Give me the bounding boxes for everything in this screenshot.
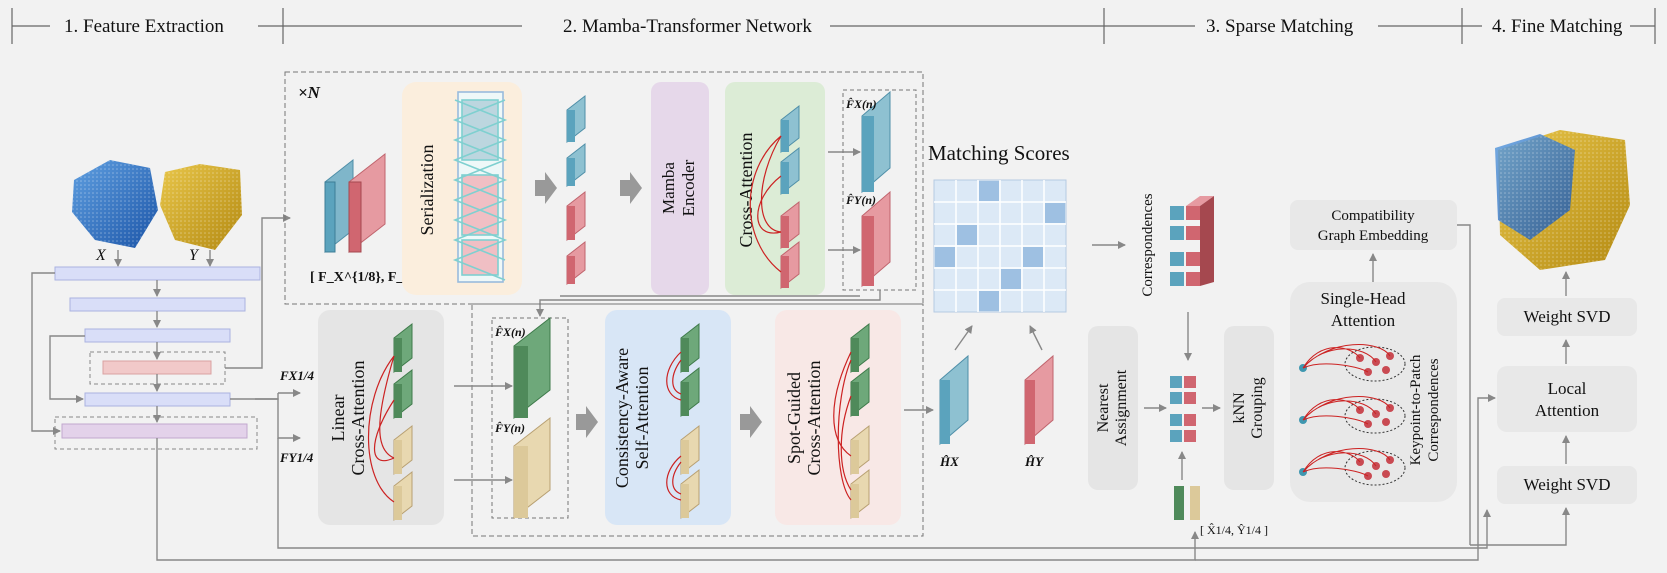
nearest-line2: Assignment xyxy=(1113,369,1130,446)
cge-line2: Graph Embedding xyxy=(1318,228,1429,244)
mamba-encoder-line2: Encoder xyxy=(679,159,698,216)
cross-attention-tokens xyxy=(749,104,800,290)
spot-tokens xyxy=(833,322,870,520)
h-x: ĤX xyxy=(939,454,959,469)
serialization-graphic xyxy=(452,91,508,283)
fine-output-stacks xyxy=(513,316,551,520)
coarse-fy-n: F̂Y(n) xyxy=(845,193,876,207)
k2p-line1: Keypoint-to-Patch xyxy=(1408,354,1424,465)
local-attention-box xyxy=(1497,366,1637,432)
sha-line1: Single-Head xyxy=(1321,289,1406,308)
nearest-assignment-box xyxy=(1088,326,1138,490)
point-cloud-x xyxy=(72,160,158,248)
section-title-feature-extraction: 1. Feature Extraction xyxy=(64,16,224,37)
point-cloud-y xyxy=(160,164,242,250)
section-title-mamba-transformer: 2. Mamba-Transformer Network xyxy=(563,16,812,37)
fine-fy-n: F̂Y(n) xyxy=(494,421,525,435)
flow-arrow xyxy=(740,406,762,438)
fine-output-box xyxy=(491,317,569,519)
weight-svd-bottom: Weight SVD xyxy=(1524,475,1611,494)
matching-scores-title: Matching Scores xyxy=(928,141,1070,165)
coarse-feature-stack xyxy=(324,152,386,254)
nearest-line1: Nearest xyxy=(1095,383,1112,432)
coarse-fx-n: F̂X(n) xyxy=(845,97,877,111)
single-head-attention-box xyxy=(1290,282,1457,502)
weight-svd-top: Weight SVD xyxy=(1524,307,1611,326)
fine-fx-quarter: FX1/4 xyxy=(279,368,314,383)
linear-ca-line1: Linear xyxy=(328,395,348,442)
knn-line1: kNN xyxy=(1231,392,1248,424)
quarter-label: [ X̂1/4, Ŷ1/4 ] xyxy=(1200,523,1268,537)
h-y: ĤY xyxy=(1024,454,1044,469)
serialization-label: Serialization xyxy=(417,145,437,236)
section-title-sparse-matching: 3. Sparse Matching xyxy=(1206,16,1354,37)
weight-svd-top-box xyxy=(1497,298,1637,336)
label-x: X xyxy=(95,247,107,264)
cross-attention-label: Cross-Attention xyxy=(736,133,756,248)
linear-ca-line2: Cross-Attention xyxy=(348,361,368,476)
fine-block xyxy=(471,303,924,537)
consistency-line1: Consistency-Aware xyxy=(612,348,632,488)
section-title-fine-matching: 4. Fine Matching xyxy=(1492,16,1623,37)
cross-attention-box xyxy=(725,82,825,295)
keypoint-patch-graphics xyxy=(1299,344,1406,486)
flow-arrow xyxy=(535,172,557,204)
consistency-tokens xyxy=(666,322,700,520)
spot-line2: Cross-Attention xyxy=(804,361,824,476)
repeat-label: ×N xyxy=(298,83,321,102)
consistency-line2: Self-Attention xyxy=(632,367,652,470)
encoder-arrows xyxy=(31,214,1496,561)
flow-arrow xyxy=(620,172,642,204)
serialized-tokens xyxy=(566,94,586,286)
weight-svd-bottom-box xyxy=(1497,466,1637,504)
local-attention-line1: Local xyxy=(1548,379,1587,398)
correspondences-label: Correspondences xyxy=(1140,193,1156,296)
compatibility-graph-embedding-box xyxy=(1290,200,1457,250)
knn-grouping-box xyxy=(1224,326,1274,490)
fine-fy-quarter: FY1/4 xyxy=(279,450,314,465)
linear-ca-tokens xyxy=(367,322,413,522)
registered-point-cloud xyxy=(1495,130,1630,270)
quarter-features-mini xyxy=(1174,486,1200,520)
h-features xyxy=(939,354,1054,446)
grouped-cubes xyxy=(1170,376,1196,442)
spot-line1: Spot-Guided xyxy=(784,372,804,464)
sha-line2: Attention xyxy=(1331,311,1396,330)
k2p-line2: Correspondences xyxy=(1426,358,1442,461)
mamba-encoder-box xyxy=(651,82,709,295)
matching-score-matrix xyxy=(933,179,1067,313)
fine-fx-n: F̂X(n) xyxy=(494,325,526,339)
flow-arrow xyxy=(576,406,598,438)
section-header xyxy=(11,8,1656,44)
mamba-encoder-line1: Mamba xyxy=(659,162,678,214)
knn-line2: Grouping xyxy=(1249,377,1266,438)
cge-line1: Compatibility xyxy=(1331,208,1415,224)
label-y: Y xyxy=(189,247,200,264)
correspondence-cubes xyxy=(1170,196,1214,286)
local-attention-line2: Attention xyxy=(1535,401,1600,420)
coarse-output-stacks xyxy=(861,90,891,288)
